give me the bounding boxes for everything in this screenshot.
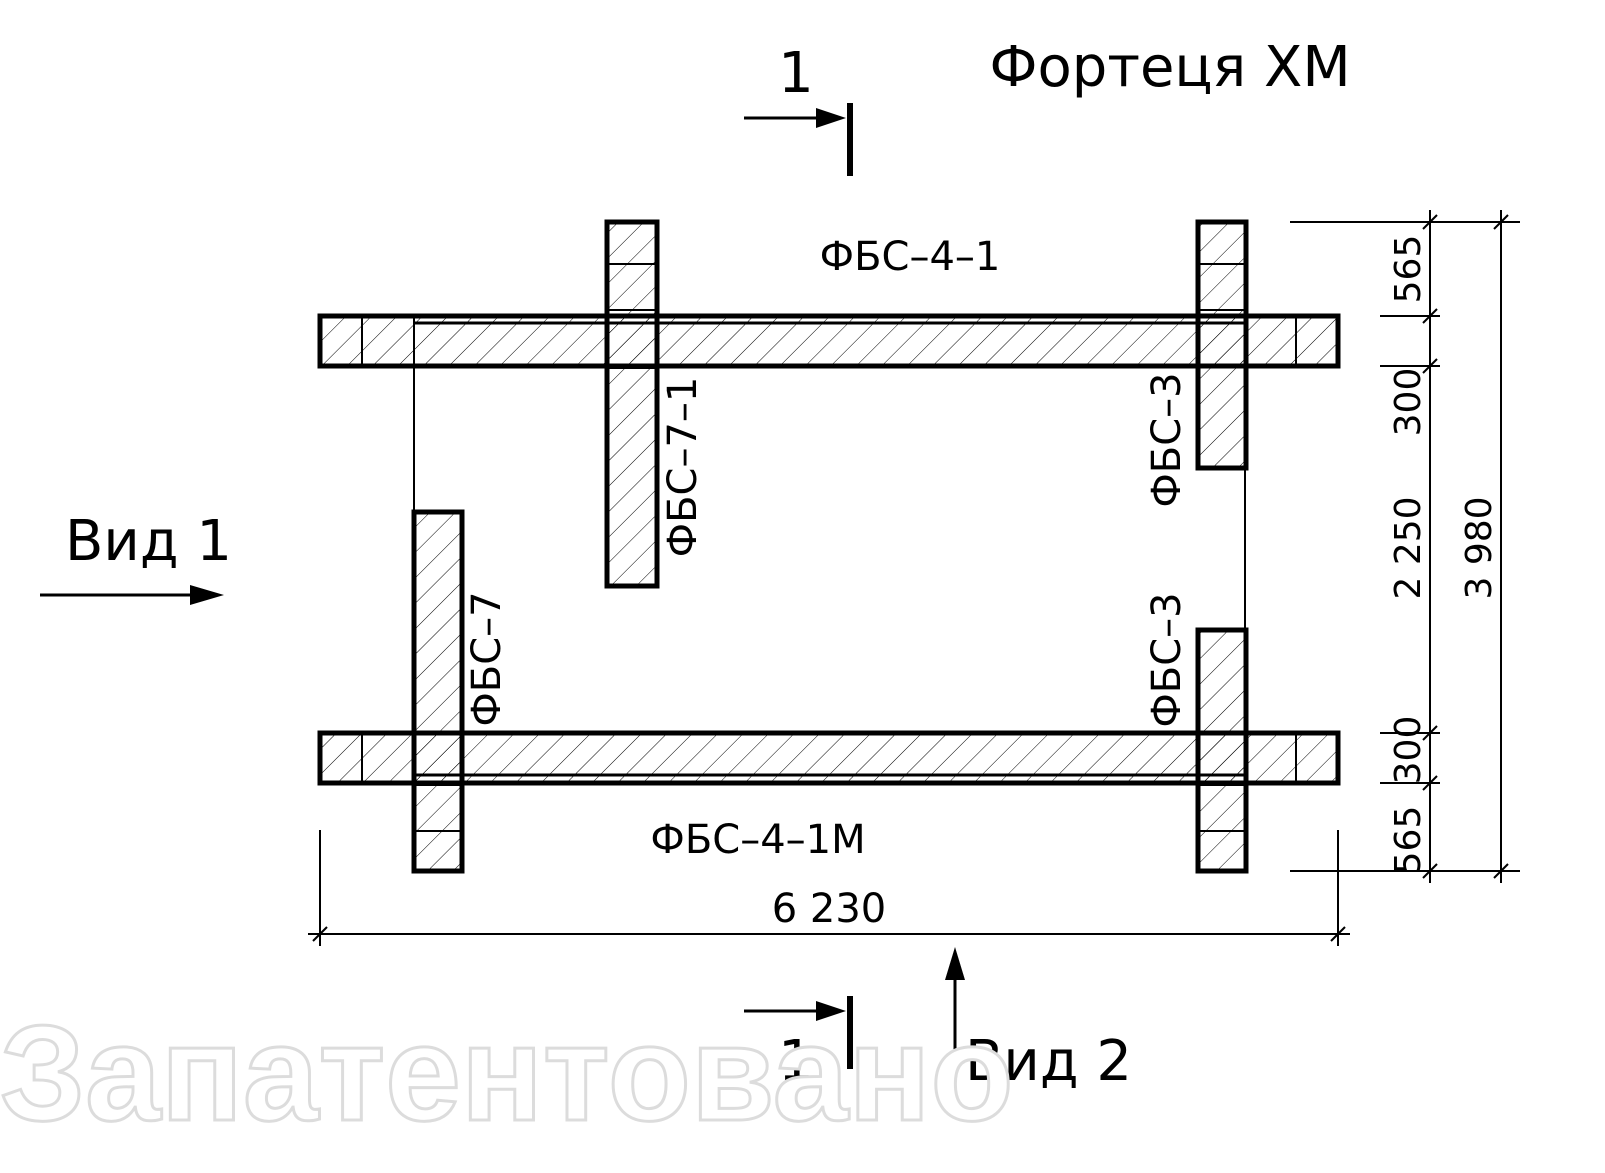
right-top-post-block: [1195, 219, 1249, 471]
height-dimension-chain: [1290, 210, 1520, 883]
inner-post-block: [604, 219, 660, 589]
left-post-block: [411, 509, 465, 874]
width-dimension: [308, 830, 1350, 946]
height-dimension-value: 3 980: [1459, 496, 1500, 599]
dim-top-segment: 565: [1388, 235, 1429, 304]
left-post-label: ФБС–7: [464, 591, 510, 726]
dim-bottom-beam-segment: 300: [1388, 716, 1429, 785]
dim-bottom-segment: 565: [1388, 806, 1429, 875]
view-2-label: Вид 2: [965, 1029, 1132, 1094]
thin-outline-lines: [413, 368, 1246, 630]
dim-top-beam-segment: 300: [1388, 368, 1429, 437]
right-bottom-post-label: ФБС–3: [1144, 592, 1190, 727]
view-1-arrow: Вид 1: [40, 509, 232, 605]
section-mark-bottom: 1: [744, 996, 853, 1094]
inner-post-label: ФБС–7–1: [660, 377, 706, 558]
width-dimension-value: 6 230: [772, 886, 887, 932]
right-top-post-label: ФБС–3: [1144, 372, 1190, 507]
top-beam-block: [317, 313, 1341, 369]
drawing-title: Фортеця ХМ: [989, 35, 1350, 100]
view-2-arrow: Вид 2: [945, 947, 1132, 1094]
section-mark-bottom-label: 1: [778, 1029, 814, 1094]
bottom-beam-label: ФБС–4–1М: [650, 817, 865, 863]
top-beam-label: ФБС–4–1: [820, 234, 1001, 280]
section-mark-top: 1: [744, 41, 853, 176]
bottom-beam-block: [317, 730, 1341, 786]
watermark: Запатентовано: [0, 997, 1014, 1149]
right-bottom-post-block: [1195, 627, 1249, 874]
dim-middle-segment: 2 250: [1388, 496, 1429, 599]
view-1-label: Вид 1: [65, 509, 232, 574]
section-mark-top-label: 1: [778, 41, 814, 106]
